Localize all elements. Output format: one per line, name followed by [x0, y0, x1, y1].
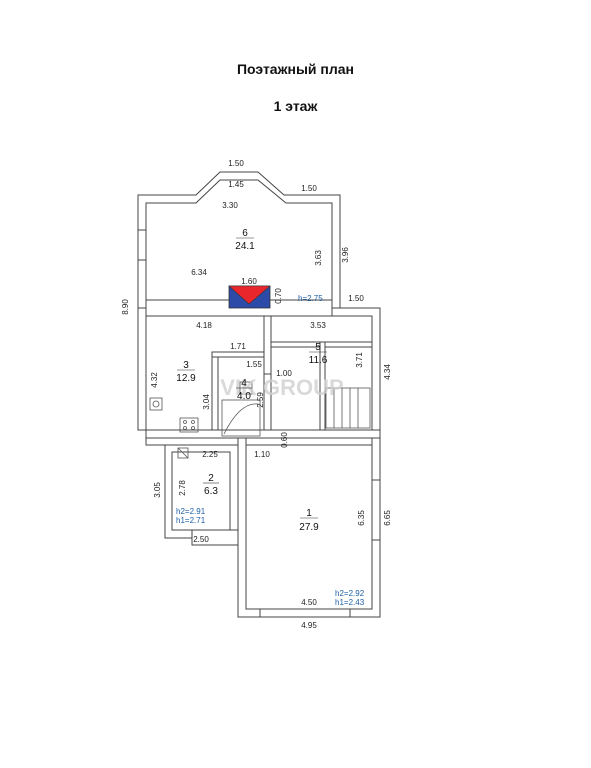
dim-step-out: 1.50: [348, 294, 364, 303]
svg-text:1: 1: [306, 508, 312, 519]
sink-icon: [149, 397, 163, 411]
dim-total-height: 8.90: [121, 299, 130, 315]
svg-text:6: 6: [242, 228, 248, 239]
dim-room1-width: 4.50: [301, 598, 317, 607]
dim-bay-inner: 1.45: [228, 180, 244, 189]
room-1-label: 1 27.9: [299, 508, 319, 533]
dim-room2-height: 2.78: [178, 480, 187, 496]
svg-text:12.9: 12.9: [176, 373, 196, 384]
svg-text:27.9: 27.9: [299, 522, 319, 533]
svg-text:6.3: 6.3: [204, 486, 218, 497]
bathtub-icon: [221, 399, 261, 437]
dim-mid-right: 3.53: [310, 321, 326, 330]
hob-icon: [179, 417, 199, 433]
dim-top-width: 3.30: [222, 201, 238, 210]
dim-room3-height: 4.32: [150, 372, 159, 388]
svg-text:5: 5: [315, 342, 321, 353]
svg-text:4: 4: [241, 378, 247, 389]
watermark: VIK GROUP: [220, 375, 343, 400]
dim-room4-height: 2.59: [256, 392, 265, 408]
dim-room4-top: 1.71: [230, 342, 246, 351]
room-2-label: 2 6.3: [203, 473, 219, 497]
dim-room3-inner: 3.04: [202, 394, 211, 410]
floor-title: 1 этаж: [273, 98, 318, 114]
dim-mid-left: 4.18: [196, 321, 212, 330]
dim-corridor: 0.60: [280, 432, 289, 448]
room6-height: h=2.75: [298, 294, 323, 303]
stove-icon: [228, 285, 271, 309]
dim-room1-outer-width: 4.95: [301, 621, 317, 630]
room-6-label: 6 24.1: [235, 228, 255, 252]
dim-room4-width: 1.55: [246, 360, 262, 369]
room-5-label: 5 11.6: [309, 342, 328, 366]
svg-text:24.1: 24.1: [235, 241, 255, 252]
svg-text:4.0: 4.0: [237, 391, 251, 402]
svg-text:3: 3: [183, 360, 189, 371]
dim-right-upper: 3.63: [314, 250, 323, 266]
boiler-icon: [177, 447, 189, 459]
windows: [138, 229, 380, 617]
svg-text:2: 2: [208, 473, 214, 484]
dim-bay-right: 1.50: [301, 184, 317, 193]
dimensions: 1.50 1.45 1.50 3.30 3.63 3.96 6.34 8.90 …: [121, 159, 392, 630]
room-3-label: 3 12.9: [176, 360, 196, 384]
dim-room2-outer: 3.05: [153, 482, 162, 498]
dim-room5-outer: 4.34: [383, 364, 392, 380]
interior-walls: [145, 299, 381, 439]
ceiling-heights: h=2.75 h2=2.91 h1=2.71 h2=2.92 h1=2.43: [176, 294, 365, 607]
dim-room5-height: 3.71: [355, 352, 364, 368]
room-4-label: 4 4.0: [236, 378, 252, 402]
room1-h1: h1=2.43: [335, 598, 365, 607]
dim-room1-outer: 6.65: [383, 510, 392, 526]
dim-stove-width: 1.60: [241, 277, 257, 286]
dim-left-upper: 6.34: [191, 268, 207, 277]
svg-text:11.6: 11.6: [309, 355, 328, 366]
dim-room2-bottom: 2.50: [193, 535, 209, 544]
room-labels: 6 24.1 3 12.9 4 4.0 5 11.6 2 6.3 1 27.9: [176, 228, 328, 533]
room2-h2: h2=2.91: [176, 507, 206, 516]
dim-right-upper-outer: 3.96: [341, 247, 350, 263]
stairs-icon: [325, 387, 371, 429]
room2-h1: h1=2.71: [176, 516, 206, 525]
dim-room1-height: 6.35: [357, 510, 366, 526]
dim-stove-depth: 0.70: [274, 288, 283, 304]
page-title: Поэтажный план: [236, 61, 355, 77]
room1-h2: h2=2.92: [335, 589, 365, 598]
dim-stair-gap: 1.00: [276, 369, 292, 378]
dim-bay-top: 1.50: [228, 159, 244, 168]
dim-corridor-width: 1.10: [254, 450, 270, 459]
dim-room2-width: 2.25: [202, 450, 218, 459]
